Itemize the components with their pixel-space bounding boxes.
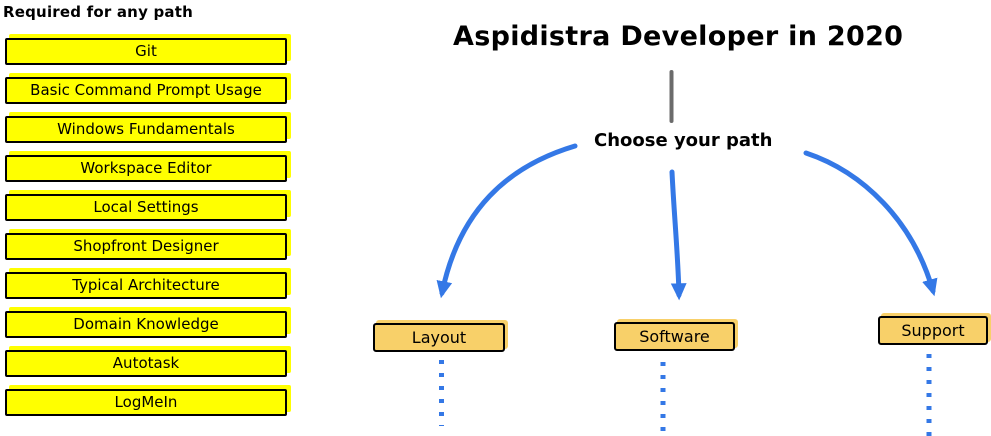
required-item: Basic Command Prompt Usage	[5, 77, 287, 104]
required-item: Local Settings	[5, 194, 287, 221]
required-item: Git	[5, 38, 287, 65]
required-item: Workspace Editor	[5, 155, 287, 182]
required-item: Typical Architecture	[5, 272, 287, 299]
arrow-to-layout	[436, 143, 578, 299]
required-item: Shopfront Designer	[5, 233, 287, 260]
required-item: Windows Fundamentals	[5, 116, 287, 143]
path-node-software: Software	[614, 322, 735, 351]
choose-your-path-label: Choose your path	[594, 130, 773, 151]
arrow-to-software	[669, 169, 687, 301]
required-item: Domain Knowledge	[5, 311, 287, 338]
required-path-header: Required for any path	[3, 3, 193, 21]
required-item: LogMeIn	[5, 389, 287, 416]
path-node-support: Support	[878, 316, 988, 345]
path-node-layout: Layout	[373, 323, 505, 352]
arrow-to-support	[803, 150, 938, 297]
diagram-title: Aspidistra Developer in 2020	[453, 21, 904, 52]
required-item: Autotask	[5, 350, 287, 377]
